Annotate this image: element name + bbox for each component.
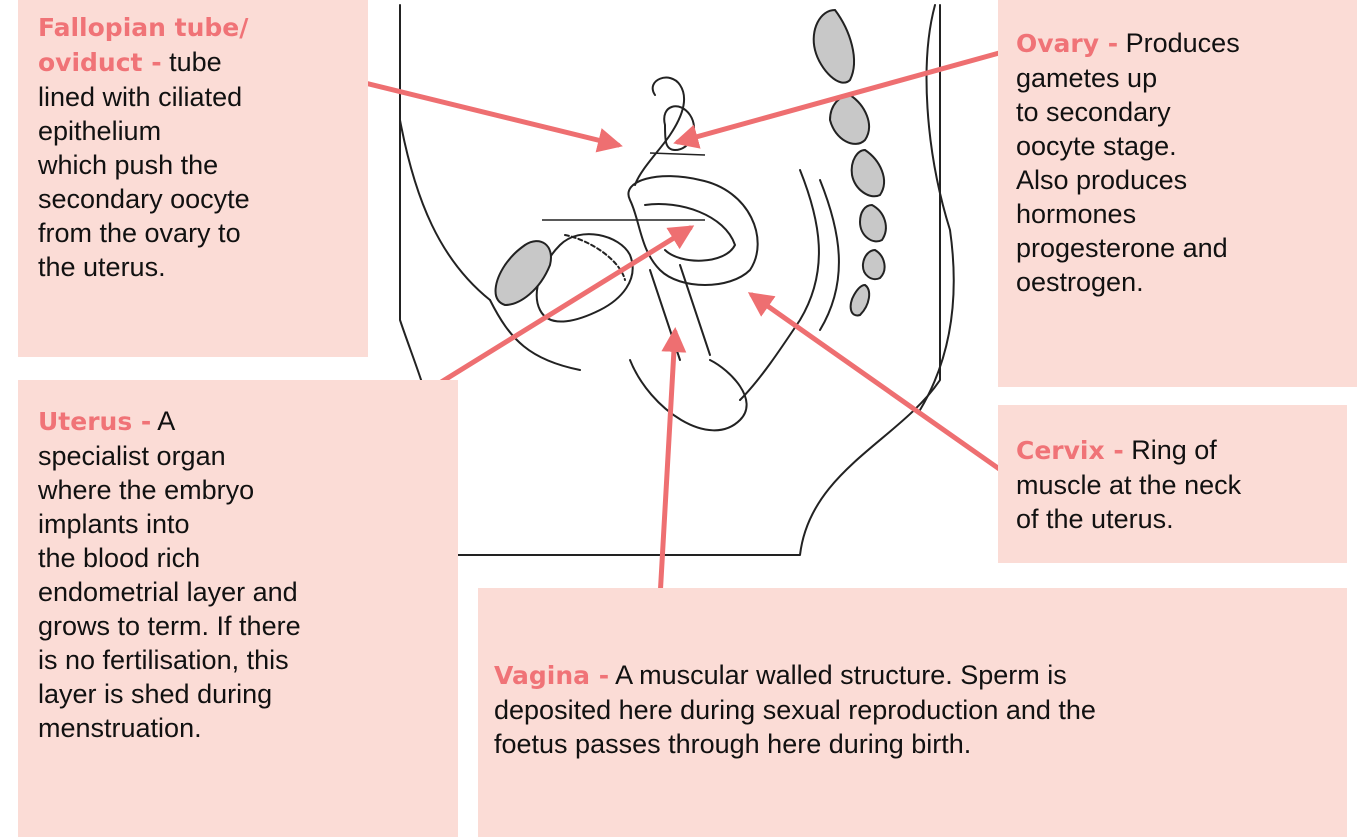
uterus-line: where the embryo bbox=[38, 473, 458, 507]
cervix-text-first: Ring of bbox=[1124, 435, 1217, 465]
uterus-line: the blood rich bbox=[38, 541, 458, 575]
uterus-text-first: A bbox=[151, 406, 175, 436]
uterus-line: specialist organ bbox=[38, 439, 458, 473]
cervix-line: muscle at the neck bbox=[1016, 468, 1347, 502]
cervix-line: of the uterus. bbox=[1016, 502, 1347, 536]
uterus-term: Uterus - bbox=[38, 407, 151, 436]
vagina-line: foetus passes through here during birth. bbox=[494, 727, 1347, 761]
abdomen-curve bbox=[400, 120, 490, 300]
vagina-drawing bbox=[650, 265, 710, 360]
ovary-pointer bbox=[650, 153, 705, 155]
ovary-text-first: Produces bbox=[1118, 28, 1240, 58]
spine-vertebra bbox=[852, 150, 884, 196]
ovary-line: Also produces bbox=[1016, 163, 1357, 197]
pubic-bone bbox=[496, 241, 551, 305]
cervix-term: Cervix - bbox=[1016, 436, 1124, 465]
uterus-line: implants into bbox=[38, 507, 458, 541]
ovary-line: oocyte stage. bbox=[1016, 129, 1357, 163]
uterus-line: menstruation. bbox=[38, 711, 458, 745]
tailbone bbox=[851, 285, 870, 315]
uterus-inner bbox=[645, 204, 735, 261]
perineum-curve bbox=[630, 360, 747, 430]
rectum-inner bbox=[820, 180, 839, 330]
spine-vertebra bbox=[814, 10, 854, 83]
oviduct-term: oviduct - bbox=[38, 48, 162, 77]
bladder-drawing bbox=[537, 234, 633, 321]
uterus-outline bbox=[628, 176, 757, 285]
ovary-drawing bbox=[664, 106, 694, 150]
ovary-line: hormones bbox=[1016, 197, 1357, 231]
uterus-box: Uterus - A specialist organ where the em… bbox=[18, 380, 458, 837]
fallopian-line: which push the bbox=[38, 148, 368, 182]
spine-vertebra bbox=[830, 95, 869, 144]
uterus-line: grows to term. If there bbox=[38, 609, 458, 643]
spine-vertebra bbox=[863, 250, 885, 279]
anatomy-diagram bbox=[380, 0, 960, 565]
fallopian-term: Fallopian tube/ bbox=[38, 13, 248, 42]
fallopian-tube-drawing bbox=[635, 78, 684, 185]
ovary-line: oestrogen. bbox=[1016, 265, 1357, 299]
pubic-curve bbox=[490, 300, 580, 370]
reproductive-system-drawing bbox=[380, 0, 960, 565]
cervix-box: Cervix - Ring of muscle at the neck of t… bbox=[998, 405, 1347, 563]
rectum-drawing bbox=[740, 170, 819, 400]
fallopian-line: secondary oocyte bbox=[38, 182, 368, 216]
uterus-line: is no fertilisation, this bbox=[38, 643, 458, 677]
fallopian-line: from the ovary to bbox=[38, 216, 368, 250]
vagina-term: Vagina - bbox=[494, 661, 609, 690]
uterus-line: layer is shed during bbox=[38, 677, 458, 711]
back-curve bbox=[920, 5, 954, 410]
vagina-box: Vagina - A muscular walled structure. Sp… bbox=[478, 588, 1347, 837]
ovary-line: to secondary bbox=[1016, 95, 1357, 129]
fallopian-line: the uterus. bbox=[38, 250, 368, 284]
vagina-line: deposited here during sexual reproductio… bbox=[494, 693, 1347, 727]
ovary-term: Ovary - bbox=[1016, 29, 1118, 58]
fallopian-line: lined with ciliated bbox=[38, 80, 368, 114]
uterus-line: endometrial layer and bbox=[38, 575, 458, 609]
vagina-text-first: A muscular walled structure. Sperm is bbox=[609, 660, 1067, 690]
ovary-line: progesterone and bbox=[1016, 231, 1357, 265]
ovary-line: gametes up bbox=[1016, 61, 1357, 95]
ovary-box: Ovary - Produces gametes up to secondary… bbox=[998, 0, 1357, 387]
spine-vertebra bbox=[860, 205, 886, 241]
body-outline bbox=[400, 5, 940, 555]
fallopian-text-first: tube bbox=[162, 47, 222, 77]
fallopian-line: epithelium bbox=[38, 114, 368, 148]
fallopian-tube-box: Fallopian tube/ oviduct - tube lined wit… bbox=[18, 0, 368, 357]
